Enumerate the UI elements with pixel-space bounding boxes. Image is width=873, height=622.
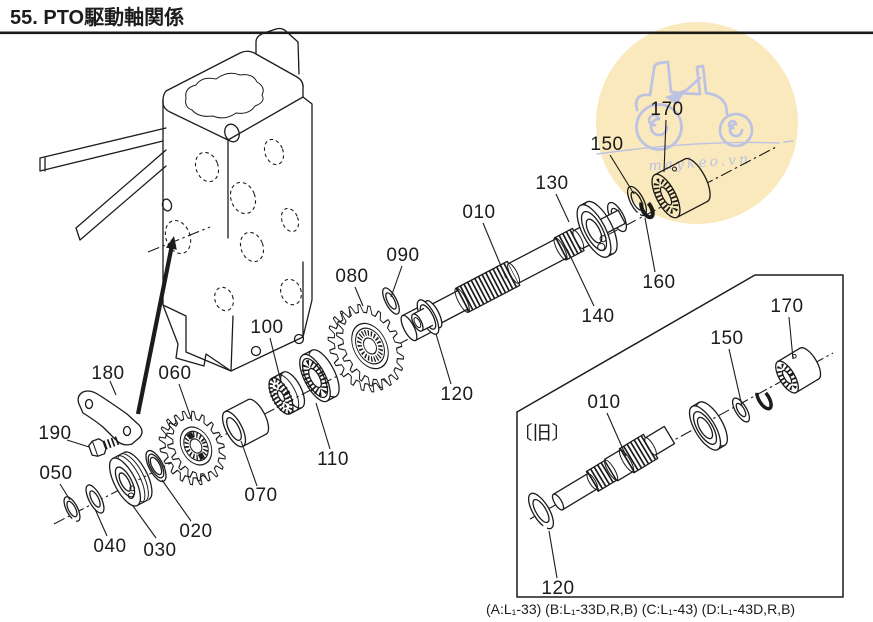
title-underline [0,31,873,35]
part-130-ball-bearing [576,200,618,258]
inset-label-150: 150 [710,328,743,349]
inset-part-snap-ring [755,387,773,411]
part-label-180: 180 [91,363,124,384]
case-bores [147,138,302,312]
part-label-070: 070 [244,485,277,506]
part-010-pto-shaft [400,209,626,342]
inset-labels: 〔旧〕 010 150 170 120 [513,296,803,599]
part-label-110: 110 [317,449,349,470]
part-label-190: 190 [38,423,71,444]
part-label-090: 090 [386,245,419,266]
part-110-coupling-ring [299,349,340,403]
inset-box: 〔旧〕 010 150 170 120 [513,274,844,599]
part-label-160: 160 [642,272,675,293]
footer-caption: (A:L₁-33) (B:L₁-33D,R,B) (C:L₁-43) (D:L₁… [486,601,795,617]
part-label-080: 080 [335,266,368,287]
part-080-gear [327,303,404,393]
inset-part-bearing [688,401,728,451]
part-070-collar [221,398,270,448]
part-040-washer [85,484,105,514]
part-label-010: 010 [462,202,495,223]
part-030-bearing [108,451,153,507]
part-label-050: 050 [39,463,72,484]
part-120-nut [411,299,443,335]
part-label-040: 040 [93,536,126,557]
inset-part-010-shaft [551,425,676,511]
part-label-060: 060 [158,363,191,384]
inset-part-170-bushing [775,347,822,394]
inset-old-tag: 〔旧〕 [513,422,570,444]
part-label-020: 020 [179,521,212,542]
tractor-icon [596,60,794,155]
inset-label-170: 170 [770,296,803,317]
part-060-gear [158,410,226,486]
part-100-spline-hub [268,371,306,415]
inset-part-120-ring [527,492,555,533]
part-180-stay-lever [77,390,143,446]
inset-label-120: 120 [541,578,574,599]
part-190-bolt [88,436,120,457]
part-label-100: 100 [250,317,283,338]
watermark: maykeo.vn [596,22,798,224]
part-label-140: 140 [581,306,614,327]
transmission-case [39,27,313,372]
watermark-circle [596,22,798,224]
case-bore-axis-line [147,226,211,253]
watermark-site-text: maykeo.vn [648,151,752,174]
part-090-washer [382,287,400,315]
part-label-130: 130 [535,173,568,194]
part-label-030: 030 [143,540,176,561]
part-020-washer [145,449,167,483]
part-label-120: 120 [440,384,473,405]
page-title: 55. PTO駆動軸関係 [10,6,184,29]
part-050-snap-ring [63,496,81,527]
inset-label-010: 010 [587,392,620,413]
inset-part-150-washer [731,397,751,423]
pointer-arrow [135,236,177,415]
inset-leader-lines [548,316,794,579]
